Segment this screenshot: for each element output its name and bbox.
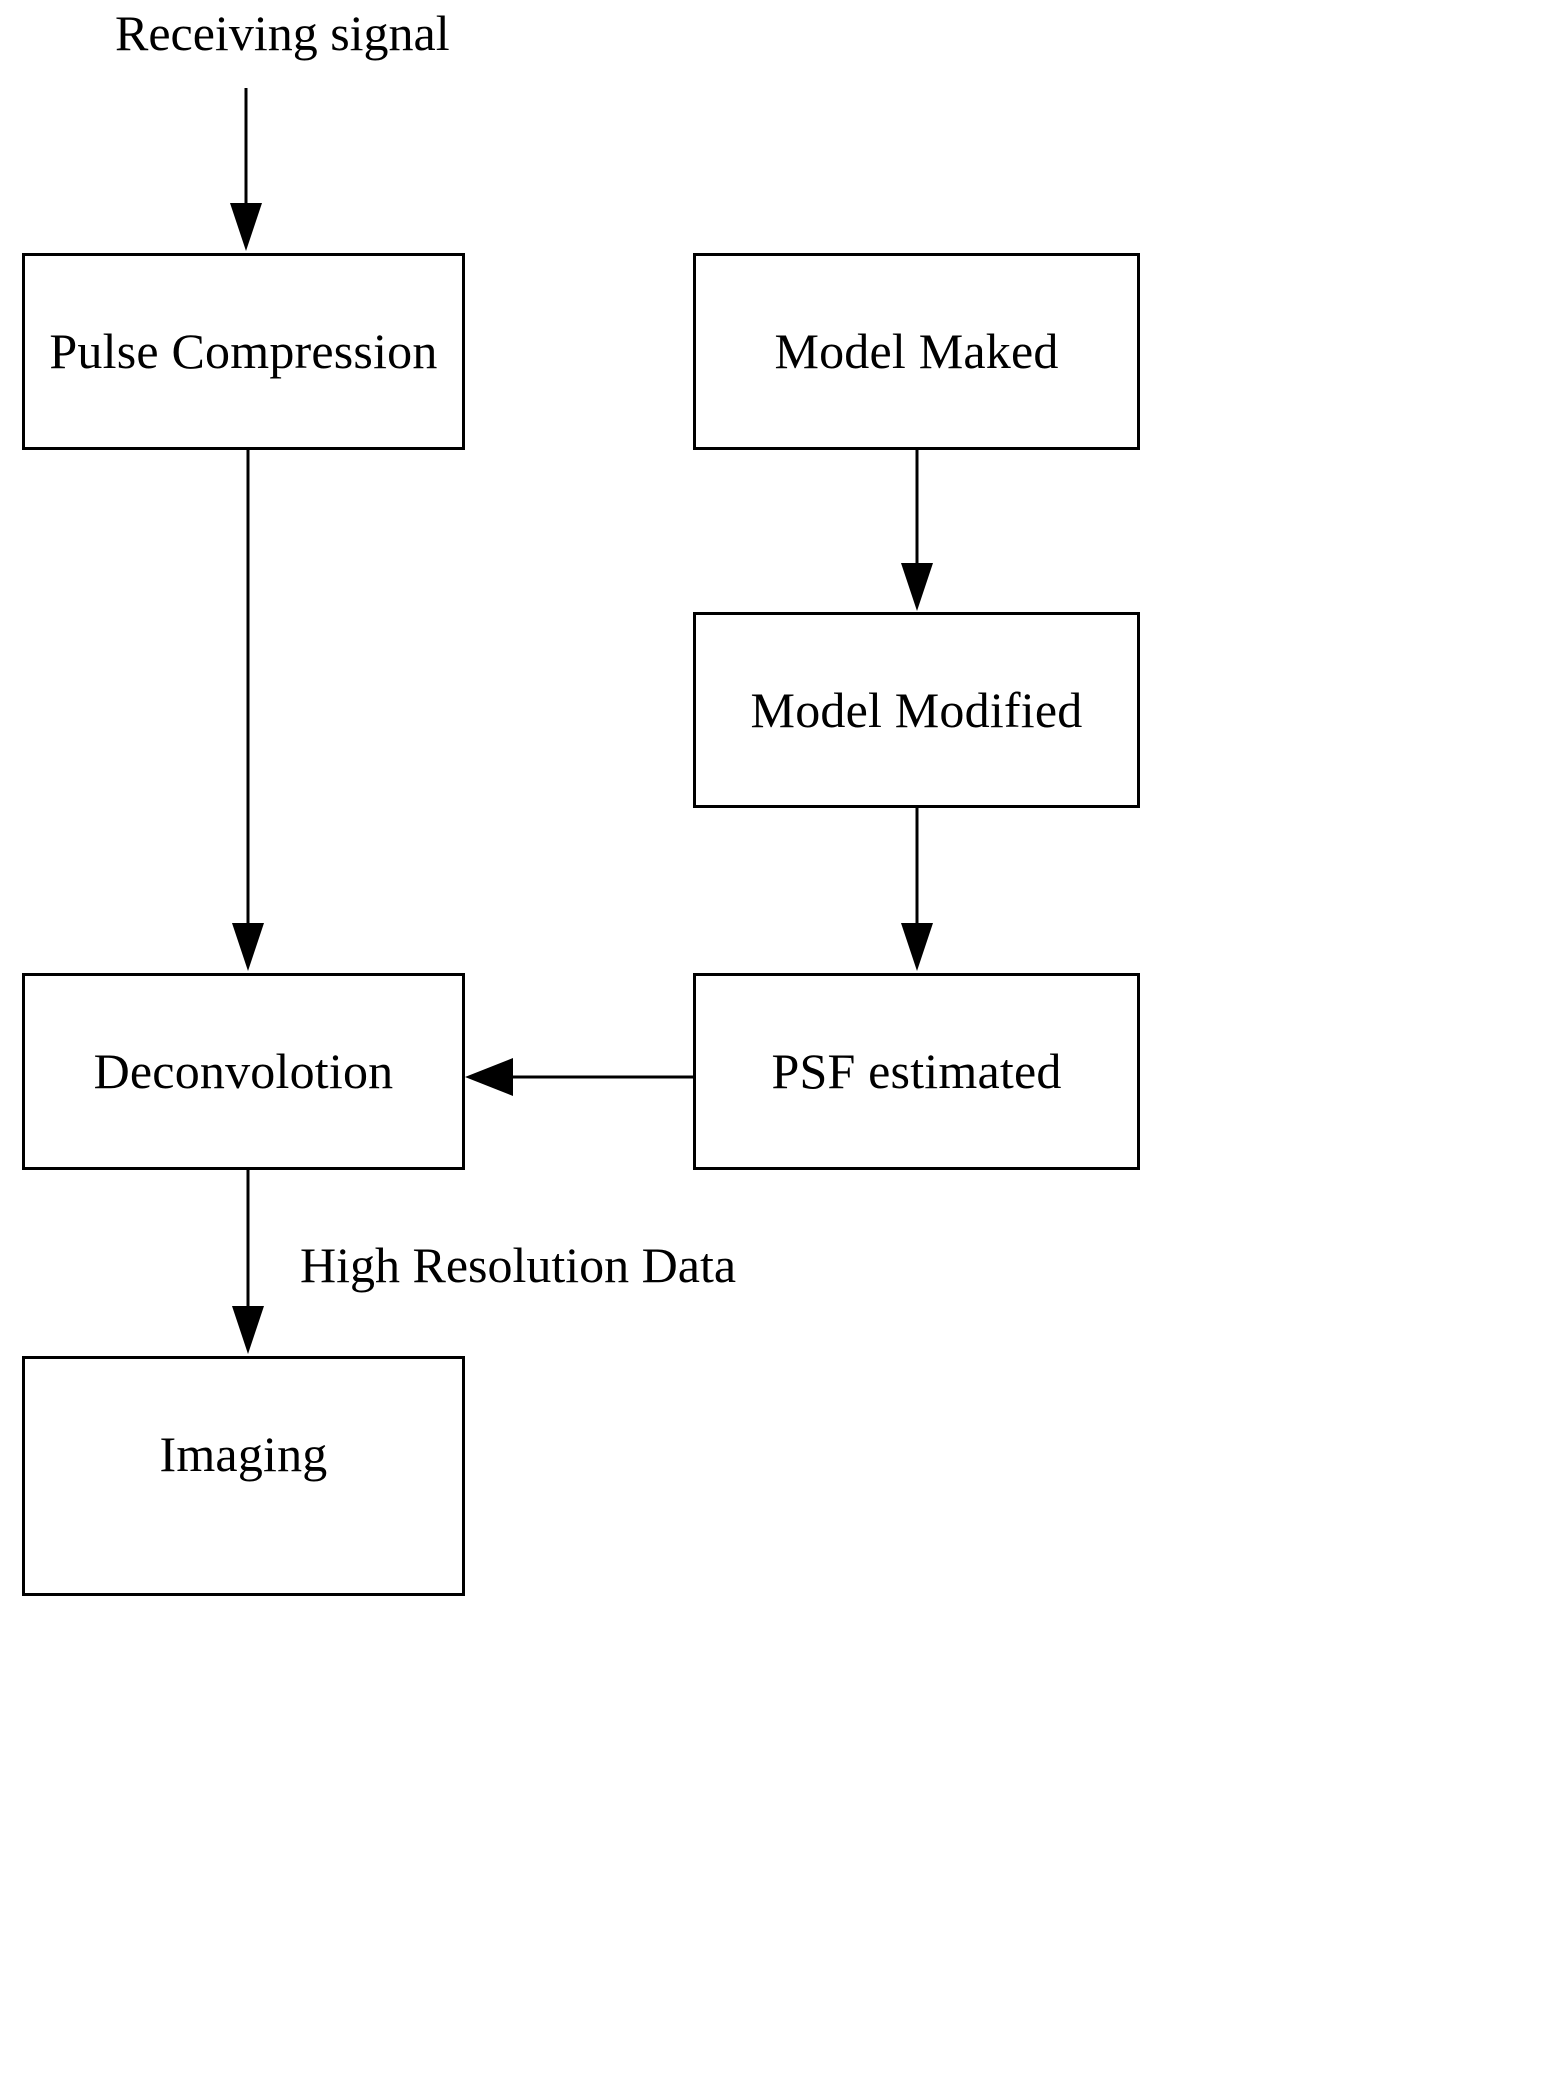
node-psf-estimated-label: PSF estimated — [771, 1043, 1062, 1100]
label-high-resolution-data: High Resolution Data — [300, 1237, 737, 1293]
label-receiving-signal: Receiving signal — [115, 5, 450, 61]
node-deconvolotion[interactable]: Deconvolotion — [22, 973, 465, 1170]
arrow-model-modified-to-psf-estimated — [901, 808, 933, 971]
node-deconvolotion-label: Deconvolotion — [93, 1043, 394, 1100]
node-pulse-compression-label: Pulse Compression — [49, 323, 438, 380]
node-psf-estimated[interactable]: PSF estimated — [693, 973, 1140, 1170]
arrow-pulse-compression-to-deconvolotion — [232, 450, 264, 971]
node-model-modified-label: Model Modified — [750, 681, 1083, 738]
arrow-receiving-signal-to-pulse-compression — [230, 88, 262, 251]
node-model-maked-label: Model Maked — [774, 323, 1059, 380]
node-model-maked[interactable]: Model Maked — [693, 253, 1140, 450]
node-pulse-compression[interactable]: Pulse Compression — [22, 253, 465, 450]
arrow-psf-estimated-to-deconvolotion — [465, 1058, 693, 1096]
arrow-deconvolotion-to-imaging — [232, 1170, 264, 1354]
node-imaging[interactable]: Imaging — [22, 1356, 465, 1596]
node-model-modified[interactable]: Model Modified — [693, 612, 1140, 808]
node-imaging-label: Imaging — [159, 1425, 328, 1482]
arrow-model-maked-to-model-modified — [901, 450, 933, 611]
